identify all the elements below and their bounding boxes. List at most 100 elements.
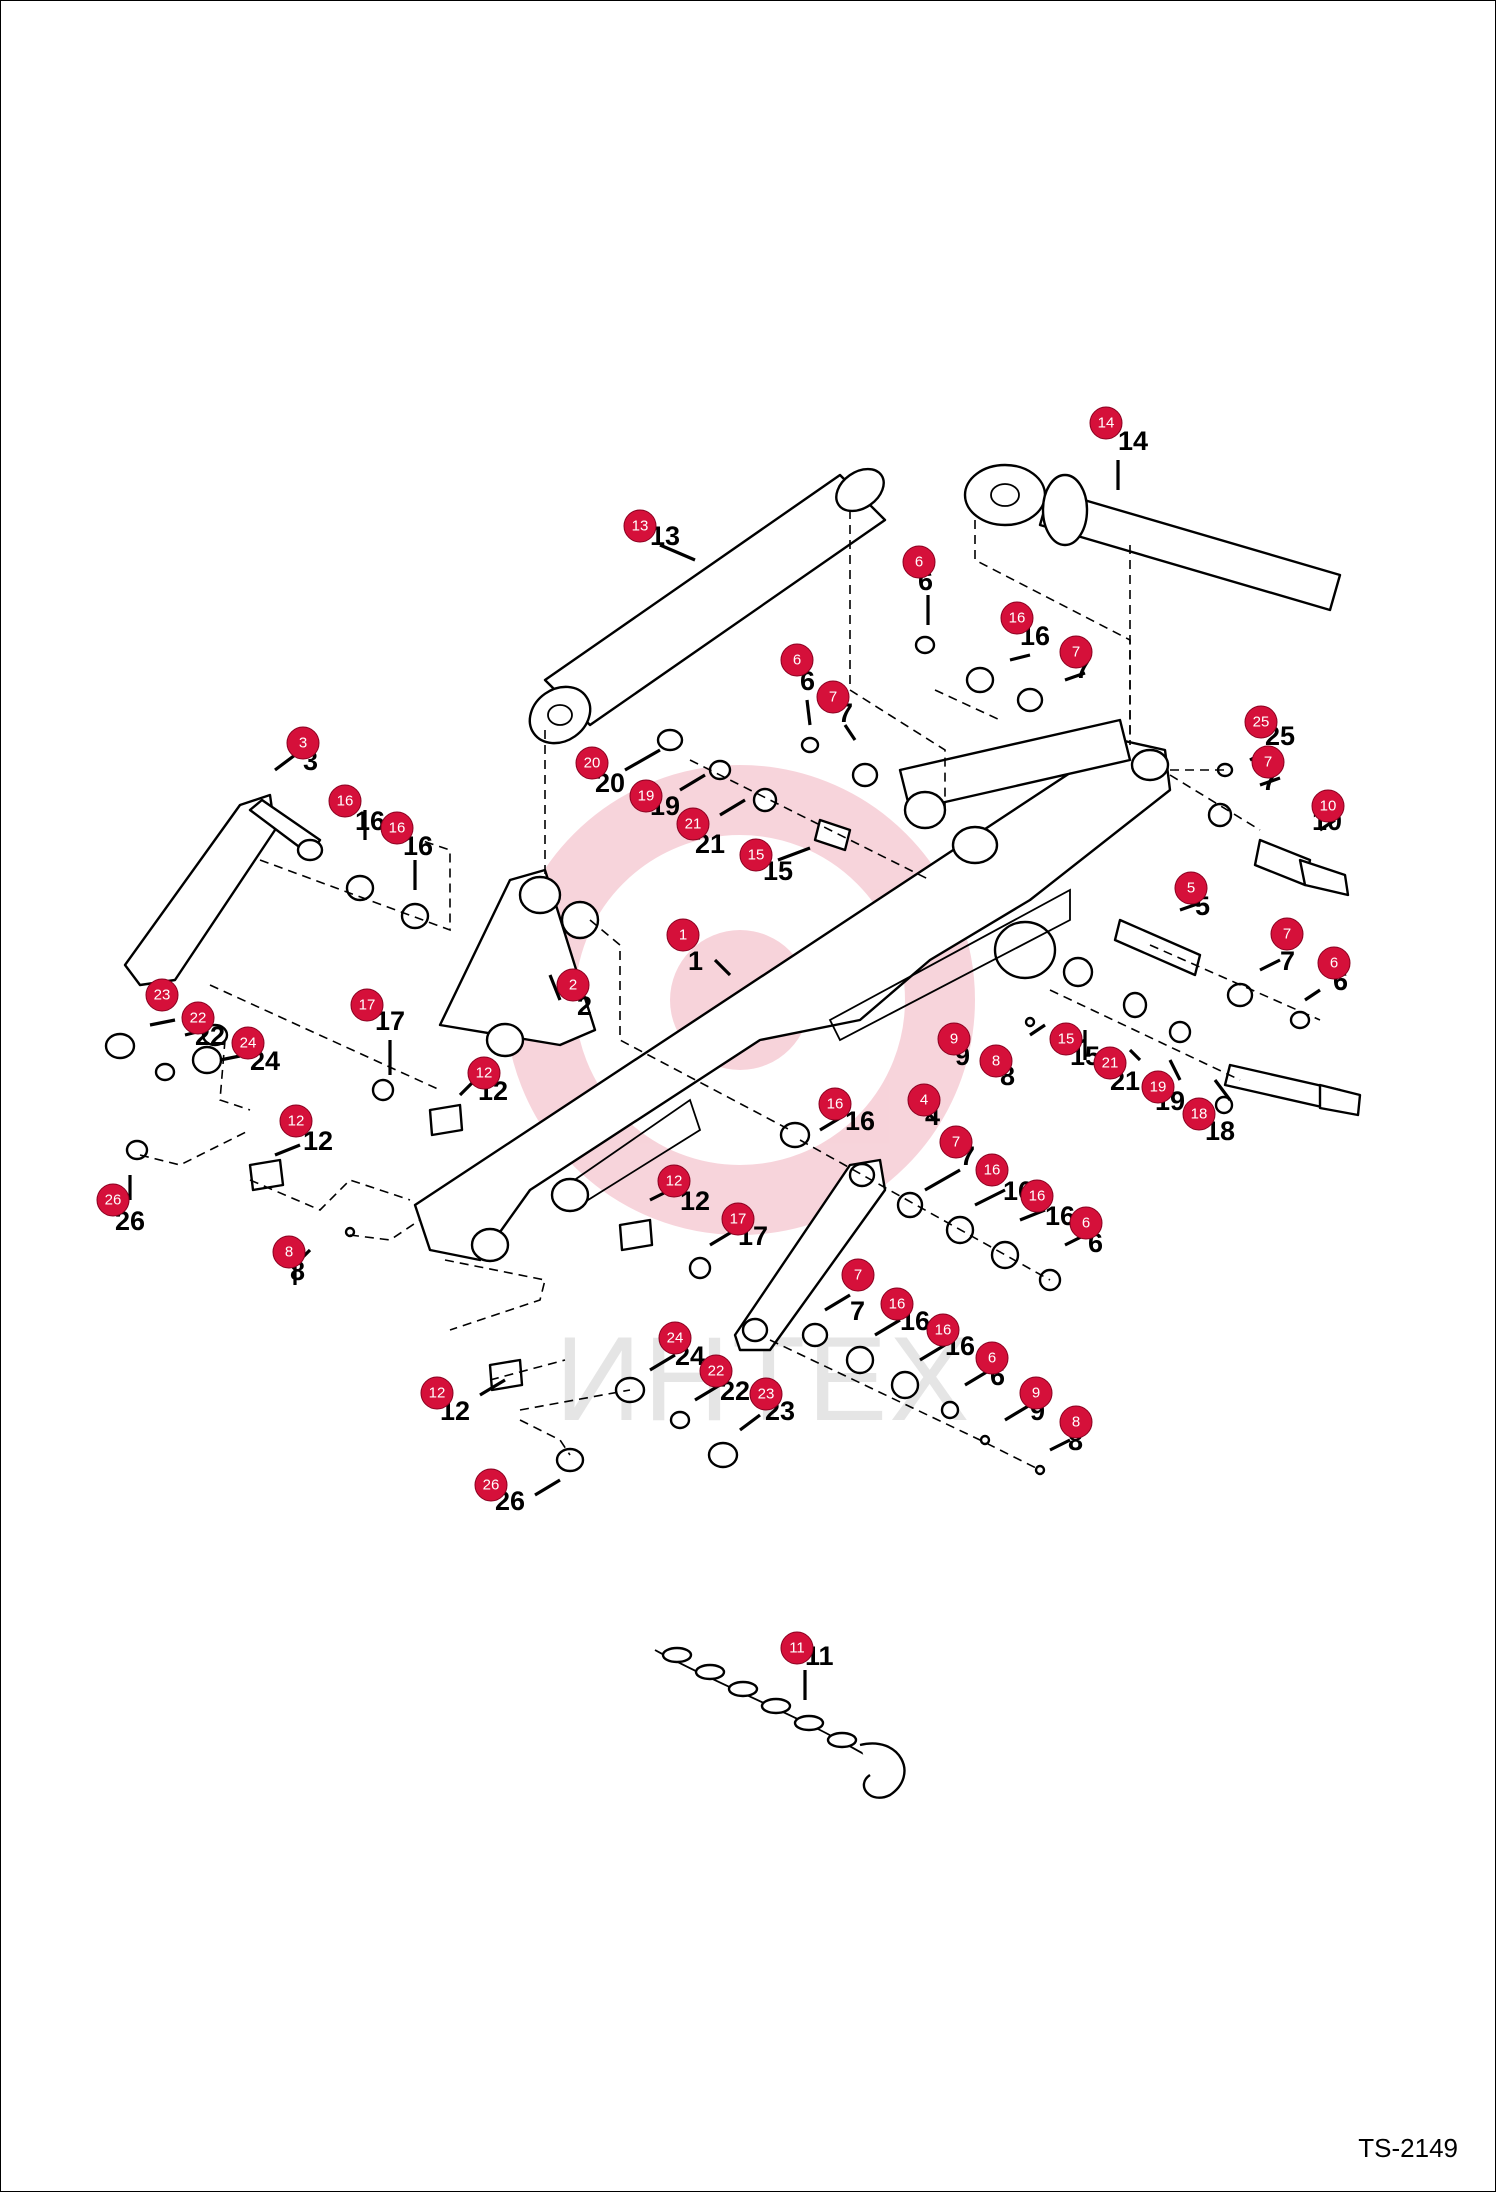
callout-7[interactable]: 7 [816, 680, 850, 714]
callout-15[interactable]: 15 [1049, 1022, 1083, 1056]
callout-12[interactable]: 12 [279, 1104, 313, 1138]
callout-3[interactable]: 3 [286, 726, 320, 760]
svg-text:15: 15 [1058, 1031, 1075, 1048]
callout-8[interactable]: 8 [1059, 1405, 1093, 1439]
callout-13[interactable]: 13 [623, 509, 657, 543]
callout-21[interactable]: 21 [676, 807, 710, 841]
svg-text:1: 1 [679, 927, 687, 944]
part-11-chain [654, 1646, 906, 1799]
callout-7[interactable]: 7 [1251, 745, 1285, 779]
callout-15[interactable]: 15 [739, 838, 773, 872]
svg-text:8: 8 [992, 1053, 1000, 1070]
svg-text:4: 4 [920, 1092, 928, 1109]
svg-text:16: 16 [935, 1322, 952, 1339]
callout-16[interactable]: 16 [975, 1153, 1009, 1187]
svg-text:20: 20 [584, 755, 601, 772]
callout-9[interactable]: 9 [937, 1022, 971, 1056]
callout-22[interactable]: 22 [699, 1354, 733, 1388]
callout-12[interactable]: 12 [420, 1376, 454, 1410]
callout-6[interactable]: 6 [1069, 1206, 1103, 1240]
callout-16[interactable]: 16 [818, 1087, 852, 1121]
callout-19[interactable]: 19 [1141, 1070, 1175, 1104]
callout-11[interactable]: 11 [780, 1631, 814, 1665]
callout-1[interactable]: 1 [666, 918, 700, 952]
callout-19[interactable]: 19 [629, 779, 663, 813]
svg-text:7: 7 [1283, 926, 1291, 943]
callout-16[interactable]: 16 [328, 784, 362, 818]
callout-bubbles: 14 13 6 16 7 6 7 20 19 21 15 25 7 10 5 7… [96, 406, 1351, 1665]
svg-text:17: 17 [730, 1211, 747, 1228]
svg-text:12: 12 [476, 1065, 493, 1082]
label-7: 7 [1280, 946, 1295, 976]
callout-2[interactable]: 2 [556, 968, 590, 1002]
svg-text:23: 23 [154, 987, 171, 1004]
callout-6[interactable]: 6 [975, 1341, 1009, 1375]
callout-16[interactable]: 16 [1020, 1179, 1054, 1213]
svg-text:17: 17 [359, 997, 376, 1014]
callout-6[interactable]: 6 [780, 643, 814, 677]
svg-text:6: 6 [1330, 955, 1338, 972]
callout-12[interactable]: 12 [467, 1056, 501, 1090]
callout-24[interactable]: 24 [658, 1321, 692, 1355]
callout-25[interactable]: 25 [1244, 705, 1278, 739]
svg-text:24: 24 [667, 1330, 684, 1347]
label-1: 1 [688, 946, 703, 976]
svg-text:15: 15 [748, 847, 765, 864]
svg-text:18: 18 [1191, 1106, 1208, 1123]
callout-17[interactable]: 17 [721, 1202, 755, 1236]
svg-text:16: 16 [389, 820, 406, 837]
callout-6[interactable]: 6 [1317, 946, 1351, 980]
callout-12[interactable]: 12 [657, 1164, 691, 1198]
callout-18[interactable]: 18 [1182, 1097, 1216, 1131]
callout-9[interactable]: 9 [1019, 1376, 1053, 1410]
svg-text:12: 12 [429, 1385, 446, 1402]
svg-text:5: 5 [1187, 880, 1195, 897]
callout-5[interactable]: 5 [1174, 871, 1208, 905]
svg-text:13: 13 [632, 518, 649, 535]
callout-26[interactable]: 26 [474, 1468, 508, 1502]
svg-text:16: 16 [984, 1162, 1001, 1179]
callout-6[interactable]: 6 [902, 545, 936, 579]
svg-text:12: 12 [288, 1113, 305, 1130]
callout-10[interactable]: 10 [1311, 789, 1345, 823]
callout-7[interactable]: 7 [1059, 635, 1093, 669]
svg-text:21: 21 [685, 816, 702, 833]
callout-16[interactable]: 16 [880, 1287, 914, 1321]
callout-22[interactable]: 22 [181, 1001, 215, 1035]
svg-text:6: 6 [1082, 1215, 1090, 1232]
callout-17[interactable]: 17 [350, 988, 384, 1022]
svg-text:8: 8 [1072, 1414, 1080, 1431]
callout-8[interactable]: 8 [272, 1235, 306, 1269]
part-2-rocker [438, 868, 600, 1058]
callout-24[interactable]: 24 [231, 1026, 265, 1060]
callout-26[interactable]: 26 [96, 1183, 130, 1217]
svg-text:25: 25 [1253, 714, 1270, 731]
callout-7[interactable]: 7 [841, 1258, 875, 1292]
callout-23[interactable]: 23 [749, 1377, 783, 1411]
callout-20[interactable]: 20 [575, 746, 609, 780]
svg-text:8: 8 [285, 1244, 293, 1261]
svg-text:7: 7 [1264, 754, 1272, 771]
label-16: 16 [845, 1106, 875, 1136]
callout-4[interactable]: 4 [907, 1083, 941, 1117]
part-13-cylinder [528, 467, 887, 745]
callout-16[interactable]: 16 [926, 1313, 960, 1347]
label-7: 7 [850, 1296, 865, 1326]
callout-8[interactable]: 8 [979, 1044, 1013, 1078]
svg-text:22: 22 [708, 1363, 725, 1380]
svg-text:26: 26 [105, 1192, 122, 1209]
callout-16[interactable]: 16 [1000, 601, 1034, 635]
svg-text:26: 26 [483, 1477, 500, 1494]
svg-text:7: 7 [854, 1267, 862, 1284]
callout-23[interactable]: 23 [145, 978, 179, 1012]
svg-text:6: 6 [915, 554, 923, 571]
callout-7[interactable]: 7 [1270, 917, 1304, 951]
svg-text:19: 19 [1150, 1079, 1167, 1096]
callout-16[interactable]: 16 [380, 811, 414, 845]
callout-21[interactable]: 21 [1093, 1046, 1127, 1080]
callout-14[interactable]: 14 [1089, 406, 1123, 440]
svg-text:12: 12 [666, 1173, 683, 1190]
callout-7[interactable]: 7 [939, 1125, 973, 1159]
svg-text:6: 6 [793, 652, 801, 669]
